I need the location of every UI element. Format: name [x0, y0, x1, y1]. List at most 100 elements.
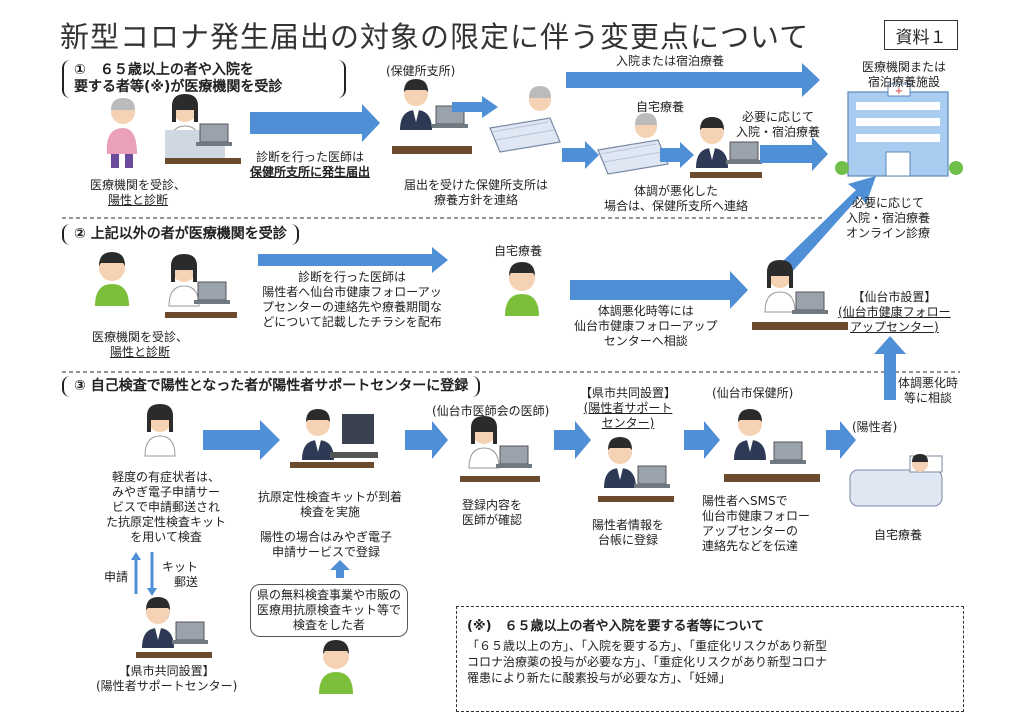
s3-ledger-note-1: 陽性者情報を: [592, 518, 665, 532]
s3-mild-note-3: ビスで申請郵送され: [112, 500, 221, 514]
s2-consult-note-2: 仙台市健康フォローアップ: [574, 319, 718, 333]
kit-mail-label: キット 郵送: [162, 560, 198, 590]
joint-center-label-1: 【県市共同設置】: [580, 386, 677, 400]
footnote-body: 「６５歳以上の方」、「入院を要する方」、「重症化リスクがあり新型 コロナ治療薬の…: [467, 638, 953, 686]
s2-need-note: 必要に応じて 入院・宿泊療養 オンライン診療: [846, 196, 930, 241]
kit-mail-label-2: 郵送: [174, 575, 199, 589]
s3-register-note: 陽性の場合はみやぎ電子 申請サービスで登録: [260, 530, 392, 560]
s2-doctor-note-2: 陽性者へ仙台市健康フォローアッ: [262, 285, 442, 299]
joint-center-label: 【県市共同設置】 (陽性者サポート センター): [580, 386, 676, 431]
s3-sms-note-3: アップセンターの: [702, 524, 799, 538]
support-center-label-2: (陽性者サポートセンター): [96, 679, 238, 693]
sick-elder-icon: [106, 98, 137, 168]
s3-sms-note-2: 仙台市健康フォロー: [702, 509, 811, 523]
s2-clinic-caption-2: 陽性と診断: [110, 345, 171, 359]
s3-register-note-1: 陽性の場合はみやぎ電子: [260, 530, 393, 544]
facility-label-1: 医療機関または: [862, 60, 947, 74]
facility-label: 医療機関または 宿泊療養施設: [862, 60, 946, 90]
joint-center-label-3: センター): [601, 416, 655, 430]
s3-free-test-1: 県の無料検査事業や市販の: [257, 588, 402, 602]
s1-doctor-report: 診断を行った医師は 保健所支所に発生届出: [250, 150, 370, 180]
s3-kit-arrive-1: 抗原定性検査キットが到着: [258, 490, 403, 504]
s1-doctor-report-1: 診断を行った医師は: [256, 150, 365, 164]
section2-label: ② 上記以外の者が医療機関を受診: [62, 224, 299, 245]
footnote-line2: コロナ治療薬の投与が必要な方」、「重症化リスクがあり新型コロナ: [467, 655, 828, 669]
s2-doctor-note: 診断を行った医師は 陽性者へ仙台市健康フォローアッ プセンターの連絡先や療養期間…: [262, 270, 442, 330]
s3-mild-note-5: を用いて検査: [130, 530, 202, 544]
s1-branch-caption-1: 届出を受けた保健所支所は: [404, 178, 549, 192]
s1-worse-note: 体調が悪化した 場合は、保健所支所へ連絡: [604, 184, 748, 214]
s3-confirm-note-2: 医師が確認: [462, 513, 523, 527]
s3-worse-note-2: 等に相談: [904, 391, 953, 405]
s3-home-label: 自宅療養: [874, 528, 923, 542]
s2-home-label: 自宅療養: [494, 244, 543, 258]
s1-branch-caption-2: 療養方針を連絡: [434, 193, 519, 207]
s1-home-label: 自宅療養: [636, 100, 685, 114]
s1-home-need-1: 必要に応じて: [742, 110, 815, 124]
facility-label-2: 宿泊療養施設: [868, 75, 941, 89]
s1-clinic-caption-2: 陽性と診断: [108, 193, 169, 207]
s1-top-flow-label: 入院または宿泊療養: [616, 54, 725, 68]
s3-free-test-box: 県の無料検査事業や市販の 医療用抗原検査キット等で 検査をした者: [250, 584, 409, 637]
branch-office-label: (保健所支所): [386, 64, 456, 78]
s2-doctor-note-4: どについて記載したチラシを配布: [262, 315, 442, 329]
s3-sms-note-4: 連絡先などを伝達: [702, 539, 799, 553]
s2-need-note-3: オンライン診療: [846, 226, 931, 240]
s1-doctor-report-2: 保健所支所に発生届出: [250, 165, 371, 179]
support-center-label-1: 【県市共同設置】: [118, 664, 215, 678]
medical-association-label: (仙台市医師会の医師): [432, 404, 550, 418]
s3-sms-note: 陽性者へSMSで 仙台市健康フォロー アップセンターの 連絡先などを伝達: [702, 494, 810, 554]
section3-label: ③ 自己検査で陽性となった者が陽性者サポートセンターに登録: [62, 376, 481, 397]
s2-consult-note-3: センターへ相談: [603, 334, 688, 348]
s3-mild-note: 軽度の有症状者は、 みやぎ電子申請サー ビスで申請郵送され た抗原定性検査キット…: [106, 470, 226, 545]
s2-clinic-caption-1: 医療機関を受診、: [92, 330, 189, 344]
svg-text:+: +: [895, 86, 903, 97]
section1-label-line1: ① ６５歳以上の者や入院を: [74, 62, 254, 78]
s1-clinic-caption-1: 医療機関を受診、: [90, 178, 187, 192]
footnote-line3: 罹患により新たに酸素投与が必要な方」、「妊婦」: [467, 671, 731, 685]
s2-doctor-note-1: 診断を行った医師は: [298, 270, 407, 284]
positive-person-label: (陽性者): [852, 420, 898, 434]
page-title: 新型コロナ発生届出の対象の限定に伴う変更点について: [60, 20, 810, 54]
s2-consult-note-1: 体調悪化時等には: [597, 304, 694, 318]
s1-home-need-2: 入院・宿泊療養: [736, 125, 821, 139]
follow-up-center-label: 【仙台市設置】 (仙台市健康フォロー アップセンター): [838, 290, 951, 335]
s2-need-note-1: 必要に応じて: [852, 196, 925, 210]
s2-clinic-caption: 医療機関を受診、 陽性と診断: [92, 330, 188, 360]
document-label: 資料１: [884, 20, 958, 50]
follow-up-center-label-2: (仙台市健康フォロー: [838, 305, 951, 319]
apply-label: 申請: [104, 570, 129, 584]
section1-label-line2: 要する者等(※)が医療機関を受診: [74, 79, 283, 95]
footnote-box: (※) ６５歳以上の者や入院を要する者等について 「６５歳以上の方」、「入院を要…: [456, 606, 964, 712]
s3-mild-note-4: た抗原定性検査キット: [106, 515, 227, 529]
s1-worse-note-1: 体調が悪化した: [634, 184, 719, 198]
s2-doctor-note-3: プセンターの連絡先や療養期間な: [262, 300, 443, 314]
s1-worse-note-2: 場合は、保健所支所へ連絡: [604, 199, 749, 213]
s3-register-note-2: 申請サービスで登録: [272, 545, 381, 559]
s3-worse-note-1: 体調悪化時: [898, 376, 959, 390]
s1-home-need: 必要に応じて 入院・宿泊療養: [736, 110, 820, 140]
support-center-label: 【県市共同設置】 (陽性者サポートセンター): [96, 664, 237, 694]
hospital-building-icon: +: [835, 83, 963, 177]
follow-up-center-label-1: 【仙台市設置】: [852, 290, 937, 304]
s3-confirm-note-1: 登録内容を: [462, 498, 523, 512]
s2-need-note-2: 入院・宿泊療養: [846, 211, 931, 225]
s2-consult-note: 体調悪化時等には 仙台市健康フォローアップ センターへ相談: [574, 304, 718, 349]
health-center-label: (仙台市保健所): [712, 386, 794, 400]
s3-sms-note-1: 陽性者へSMSで: [702, 494, 788, 508]
s1-branch-caption: 届出を受けた保健所支所は 療養方針を連絡: [404, 178, 548, 208]
s3-ledger-note-2: 台帳に登録: [598, 533, 659, 547]
s3-kit-arrive-2: 検査を実施: [300, 505, 361, 519]
follow-up-center-label-3: アップセンター): [850, 320, 939, 334]
section1-label: ① ６５歳以上の者や入院を 要する者等(※)が医療機関を受診: [62, 60, 346, 98]
s3-worse-note: 体調悪化時 等に相談: [898, 376, 958, 406]
s1-clinic-caption: 医療機関を受診、 陽性と診断: [90, 178, 186, 208]
s3-free-test-2: 医療用抗原検査キット等で: [257, 603, 402, 617]
s3-free-test-3: 検査をした者: [293, 618, 366, 632]
s3-mild-note-1: 軽度の有症状者は、: [112, 470, 221, 484]
s3-mild-note-2: みやぎ電子申請サー: [112, 485, 221, 499]
joint-center-label-2: (陽性者サポート: [583, 401, 673, 415]
footnote-title: (※) ６５歳以上の者や入院を要する者等について: [467, 619, 765, 634]
footnote-line1: 「６５歳以上の方」、「入院を要する方」、「重症化リスクがあり新型: [467, 639, 828, 653]
